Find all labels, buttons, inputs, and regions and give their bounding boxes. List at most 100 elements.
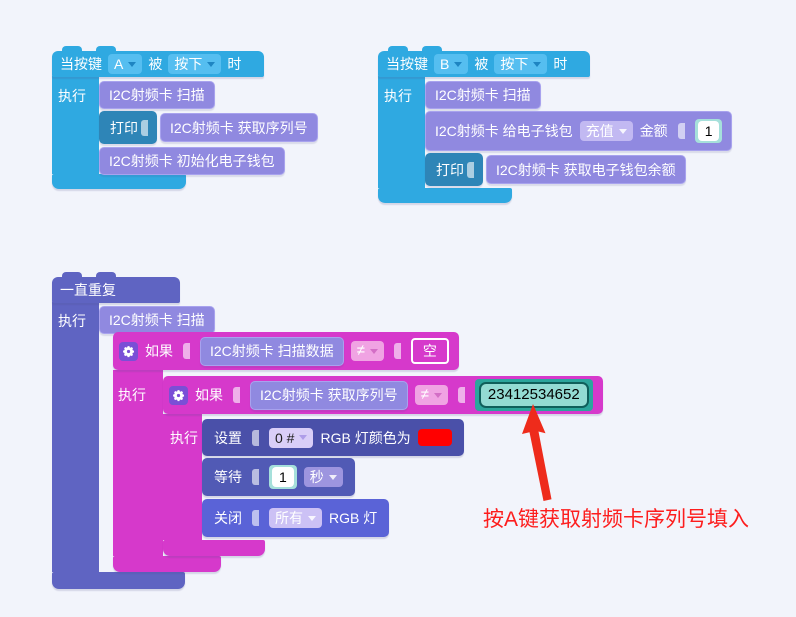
print-block[interactable]: 打印 — [99, 111, 157, 144]
rfid-scan-block[interactable]: I2C射频卡 扫描 — [99, 306, 215, 334]
value-socket — [457, 387, 465, 403]
serial-value-block[interactable]: 23412534652 — [474, 379, 593, 411]
empty-value-block[interactable]: 空 — [410, 338, 449, 364]
annotation-arrow-icon — [522, 404, 552, 501]
print-block[interactable]: 打印 — [425, 153, 483, 186]
action-value: 按下 — [174, 56, 203, 72]
if-label: 如果 — [195, 387, 223, 403]
repeat-forever-block[interactable]: 一直重复 — [52, 272, 180, 303]
wait-label: 等待 — [214, 469, 242, 485]
wait-block[interactable]: 等待 1 秒 — [202, 458, 355, 496]
rfid-get-serial-label: I2C射频卡 获取序列号 — [260, 387, 398, 403]
led-index-dropdown[interactable]: 0 # — [269, 427, 314, 448]
if-inner-block-body — [163, 414, 202, 540]
rfid-scan-block[interactable]: I2C射频卡 扫描 — [425, 81, 541, 109]
value-socket — [467, 161, 474, 178]
chevron-down-icon — [128, 61, 137, 67]
amount-value-block[interactable]: 1 — [694, 119, 723, 143]
rgb-off-block[interactable]: 关闭 所有 RGB 灯 — [202, 499, 390, 537]
rfid-wallet-recharge-block[interactable]: I2C射频卡 给电子钱包 充值 金额 1 — [425, 111, 733, 151]
value-socket — [393, 343, 401, 359]
rfid-scan-data-label: I2C射频卡 扫描数据 — [210, 343, 334, 359]
rfid-get-balance-label: I2C射频卡 获取电子钱包余额 — [496, 161, 676, 178]
value-socket — [252, 510, 259, 526]
led-index-value: 0 # — [275, 429, 295, 446]
chevron-down-icon — [328, 474, 337, 480]
print-label: 打印 — [110, 119, 138, 136]
action-dropdown-b[interactable]: 按下 — [494, 54, 548, 74]
rfid-scan-data-block[interactable]: I2C射频卡 扫描数据 — [200, 336, 344, 366]
action-dropdown-a[interactable]: 按下 — [168, 54, 222, 74]
when-key-label: 当按键 — [60, 56, 102, 72]
gear-icon[interactable] — [119, 341, 138, 361]
event-block-button-a[interactable]: 当按键 A 被 按下 时 — [52, 46, 264, 77]
when-key-label: 当按键 — [386, 56, 428, 72]
key-dropdown-b[interactable]: B — [434, 54, 469, 74]
value-socket — [252, 429, 259, 446]
wallet-label: I2C射频卡 给电子钱包 — [435, 123, 573, 139]
event-block-button-b[interactable]: 当按键 B 被 按下 时 — [378, 46, 590, 77]
color-swatch[interactable] — [417, 429, 452, 446]
set-label: 设置 — [214, 429, 242, 446]
rfid-get-serial-block[interactable]: I2C射频卡 获取序列号 — [160, 113, 318, 142]
rfid-scan-label: I2C射频卡 扫描 — [109, 312, 205, 328]
if-block-inner[interactable]: 如果 I2C射频卡 获取序列号 ≠ 23412534652 — [163, 376, 603, 414]
rgb-light-label: RGB 灯 — [329, 510, 378, 526]
rfid-init-wallet-label: I2C射频卡 初始化电子钱包 — [109, 153, 275, 169]
exec-label: 执行 — [170, 430, 198, 446]
value-socket — [233, 387, 240, 403]
if-inner-block-foot — [163, 540, 265, 556]
recharge-mode-dropdown[interactable]: 充值 — [579, 121, 633, 141]
chevron-down-icon — [533, 61, 542, 67]
annotation-text: 按A键获取射频卡序列号填入 — [483, 508, 750, 531]
value-socket — [252, 469, 259, 485]
exec-label: 执行 — [58, 88, 86, 104]
time-unit-value: 秒 — [309, 469, 324, 485]
time-unit-dropdown[interactable]: 秒 — [303, 467, 343, 487]
value-socket — [141, 119, 148, 136]
rfid-init-wallet-block[interactable]: I2C射频卡 初始化电子钱包 — [99, 147, 285, 175]
exec-label: 执行 — [58, 313, 86, 329]
exec-label: 执行 — [118, 387, 146, 403]
if-outer-block-foot — [113, 556, 221, 572]
key-dropdown-a[interactable]: A — [108, 54, 143, 74]
event-a-block-body — [52, 76, 99, 174]
chevron-down-icon — [433, 392, 442, 398]
if-block-outer[interactable]: 如果 I2C射频卡 扫描数据 ≠ 空 — [113, 332, 459, 370]
loop-block-foot — [52, 572, 185, 589]
serial-number-input[interactable]: 23412534652 — [478, 382, 589, 408]
when-suffix-label: 时 — [553, 56, 568, 72]
key-value: A — [114, 56, 124, 72]
being-label: 被 — [148, 56, 163, 72]
set-rgb-color-block[interactable]: 设置 0 # RGB 灯颜色为 — [202, 419, 464, 456]
chevron-down-icon — [207, 61, 216, 67]
chevron-down-icon — [454, 61, 463, 67]
print-label: 打印 — [436, 161, 464, 178]
recharge-mode-value: 充值 — [585, 123, 614, 139]
chevron-down-icon — [299, 435, 308, 440]
if-label: 如果 — [145, 343, 173, 359]
chevron-down-icon — [369, 348, 378, 354]
amount-label: 金额 — [639, 123, 668, 139]
key-value: B — [440, 56, 450, 72]
operator-dropdown[interactable]: ≠ — [414, 385, 448, 405]
event-b-block-foot — [378, 188, 512, 203]
rgb-color-label: RGB 灯颜色为 — [320, 429, 411, 446]
rfid-scan-block[interactable]: I2C射频卡 扫描 — [99, 81, 215, 109]
action-value: 按下 — [500, 56, 529, 72]
wait-value-input[interactable]: 1 — [272, 467, 294, 487]
off-label: 关闭 — [214, 510, 242, 526]
rfid-get-serial-block[interactable]: I2C射频卡 获取序列号 — [250, 380, 408, 410]
rfid-scan-label: I2C射频卡 扫描 — [435, 87, 531, 103]
if-outer-block-body — [113, 370, 163, 556]
rfid-get-balance-block[interactable]: I2C射频卡 获取电子钱包余额 — [486, 155, 686, 184]
led-scope-dropdown[interactable]: 所有 — [269, 508, 322, 528]
event-a-block-foot — [52, 174, 186, 189]
led-scope-value: 所有 — [275, 510, 303, 526]
amount-input[interactable]: 1 — [697, 121, 720, 141]
repeat-forever-label: 一直重复 — [60, 282, 116, 298]
operator-dropdown[interactable]: ≠ — [350, 341, 384, 361]
wait-value-block[interactable]: 1 — [269, 465, 297, 489]
gear-icon[interactable] — [169, 385, 188, 405]
